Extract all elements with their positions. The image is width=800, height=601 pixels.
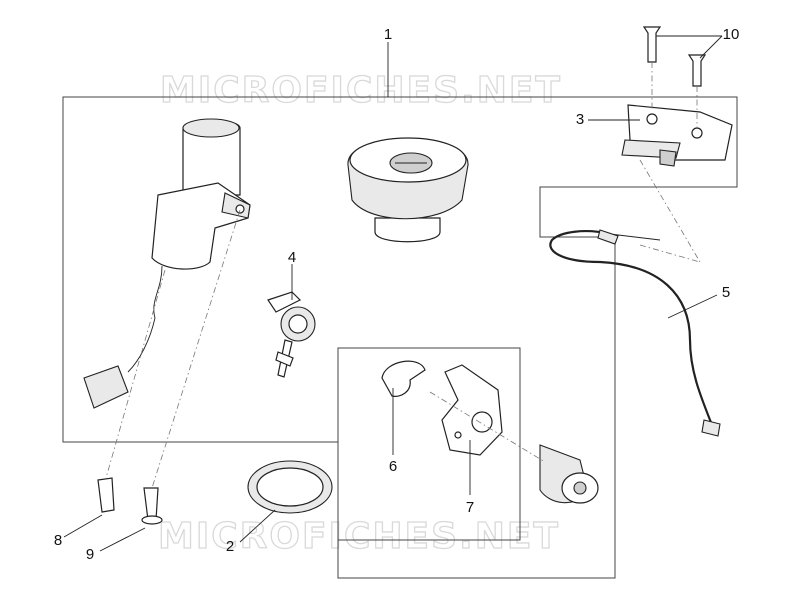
callout-9: 9 xyxy=(86,546,94,563)
key-and-lock xyxy=(267,291,316,378)
lock-cylinder xyxy=(539,444,599,504)
callout-3: 3 xyxy=(576,111,584,128)
fuel-cap xyxy=(347,137,469,243)
callout-8: 8 xyxy=(54,532,62,549)
callout-2: 2 xyxy=(226,538,234,555)
callout-1: 1 xyxy=(384,26,392,43)
group-frame-inner xyxy=(337,347,521,541)
release-cable xyxy=(549,229,721,437)
watermark-top: MICROFICHES.NET xyxy=(160,70,562,111)
callout-4: 4 xyxy=(288,249,296,266)
mounting-bracket xyxy=(441,364,503,456)
ignition-switch xyxy=(83,118,251,409)
saddle-lock-mechanism xyxy=(621,104,733,167)
callout-5: 5 xyxy=(722,284,730,301)
callout-leaders xyxy=(63,35,723,552)
screw-8 xyxy=(97,477,115,513)
spring-clip xyxy=(381,360,426,397)
callout-6: 6 xyxy=(389,458,397,475)
callout-10: 10 xyxy=(723,26,740,43)
callout-7: 7 xyxy=(466,499,474,516)
watermark-bottom: MICROFICHES.NET xyxy=(158,516,560,557)
alignment-lines xyxy=(105,62,701,489)
emblem-badge xyxy=(247,460,333,514)
screw-9 xyxy=(141,487,163,525)
